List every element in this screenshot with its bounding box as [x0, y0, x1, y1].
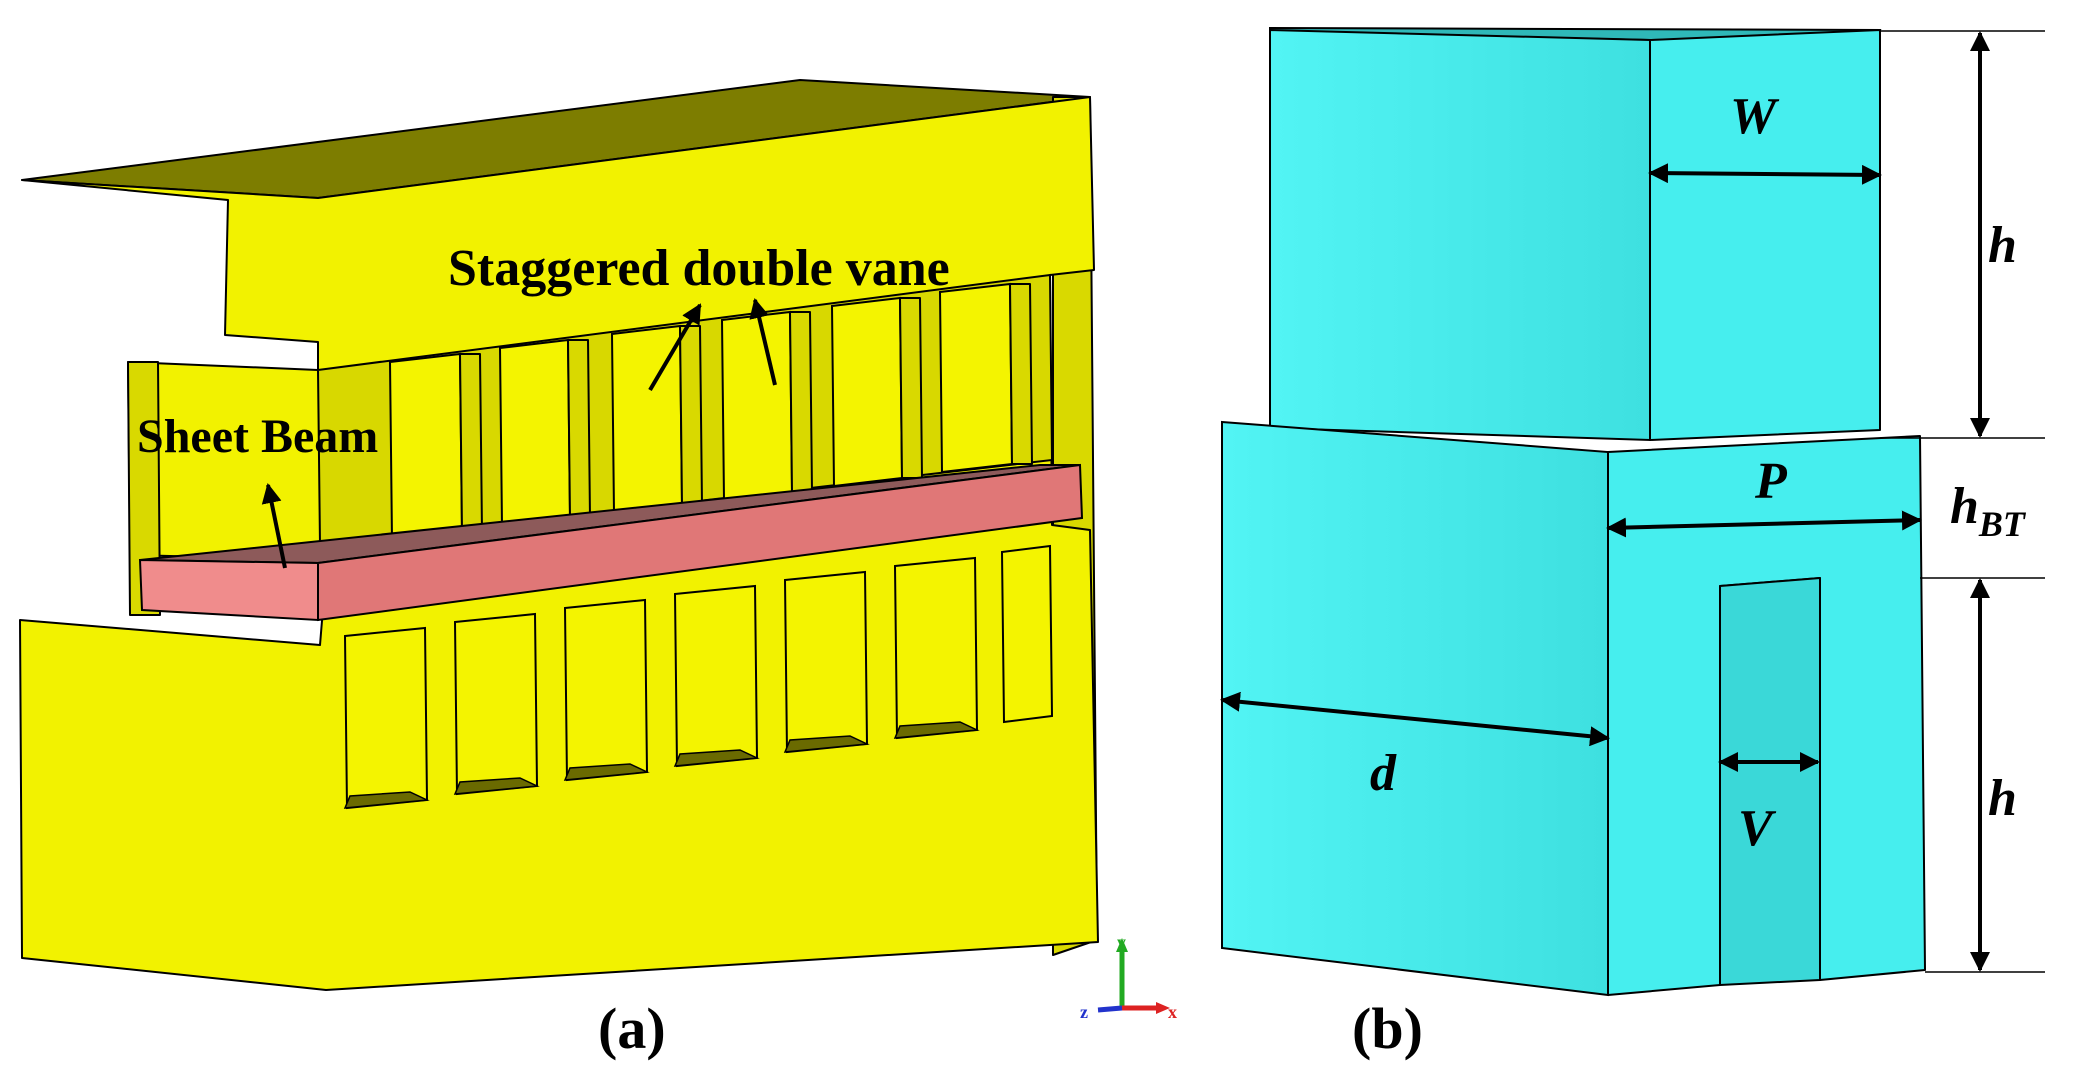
upper-vane [498, 338, 572, 528]
panel-a-model: Staggered double vane Sheet Beam y x z (… [19, 79, 1177, 1061]
lower-block-left-face [1221, 420, 1609, 997]
label-hBT-main: h [1950, 478, 1979, 535]
sheet-beam [138, 463, 1084, 622]
x-axis-label: x [1168, 1002, 1177, 1022]
x-axis-head [1156, 1002, 1170, 1014]
upper-block-right-face [1649, 29, 1881, 441]
label-V: V [1738, 800, 1777, 857]
vane-arrow-2 [749, 298, 777, 386]
lower-slot-floor [893, 721, 980, 739]
sheet-beam-front [138, 558, 319, 622]
left-pillar-inner [127, 361, 161, 616]
notch-inner-face [1719, 577, 1821, 986]
lower-vane [343, 626, 429, 810]
label-hBT: hBT [1950, 478, 2027, 544]
lower-slot-floor [783, 735, 870, 753]
dim-d [1220, 691, 1610, 747]
lower-vane [563, 598, 649, 782]
upper-vane [830, 296, 904, 488]
lower-vane [893, 556, 979, 740]
label-h-top: h [1988, 217, 2017, 274]
label-W: W [1730, 88, 1780, 145]
z-axis-line [1097, 1005, 1123, 1013]
sheet-beam-side [317, 463, 1084, 622]
caption-a: (a) [598, 996, 666, 1061]
upper-vane-side [899, 297, 923, 479]
label-h-bottom: h [1988, 770, 2017, 827]
lower-vanes [343, 544, 1054, 810]
dim-W [1648, 163, 1882, 185]
label-d: d [1370, 745, 1397, 802]
label-hBT-sub: BT [1978, 504, 2027, 544]
upper-vane-side [1009, 283, 1033, 465]
y-axis-label: y [1117, 932, 1126, 952]
axis-triad: y x z [1080, 932, 1177, 1022]
lower-vane [1000, 544, 1054, 724]
upper-vane [720, 310, 794, 502]
upper-vanes [388, 282, 1033, 542]
label-sheet-beam: Sheet Beam [137, 410, 378, 463]
upper-vane-side [567, 339, 591, 519]
upper-vane-side [789, 311, 813, 493]
caption-b: (b) [1352, 996, 1423, 1061]
beam-arrow [261, 483, 287, 569]
upper-vane-side [679, 325, 703, 506]
dim-P [1606, 510, 1922, 538]
upper-vane [938, 282, 1014, 474]
upper-block-left-face [1269, 28, 1651, 442]
lower-slot-floor [563, 763, 650, 781]
panel-b-model: W h P hBT d V h (b) [1220, 26, 2045, 1061]
label-staggered-double-vane: Staggered double vane [448, 240, 950, 297]
y-axis-head [1116, 938, 1128, 952]
label-P: P [1754, 453, 1788, 510]
lower-slot-floor [673, 749, 760, 767]
lower-vane [453, 612, 539, 796]
lower-vane [673, 584, 759, 768]
lower-vane [783, 570, 869, 754]
z-axis-label: z [1080, 1002, 1088, 1022]
upper-vane-side [459, 353, 483, 533]
lower-slot-floor [343, 791, 430, 809]
vane-arrow-1 [648, 303, 702, 392]
lower-slot-floor [453, 777, 540, 795]
upper-vane [388, 352, 464, 542]
